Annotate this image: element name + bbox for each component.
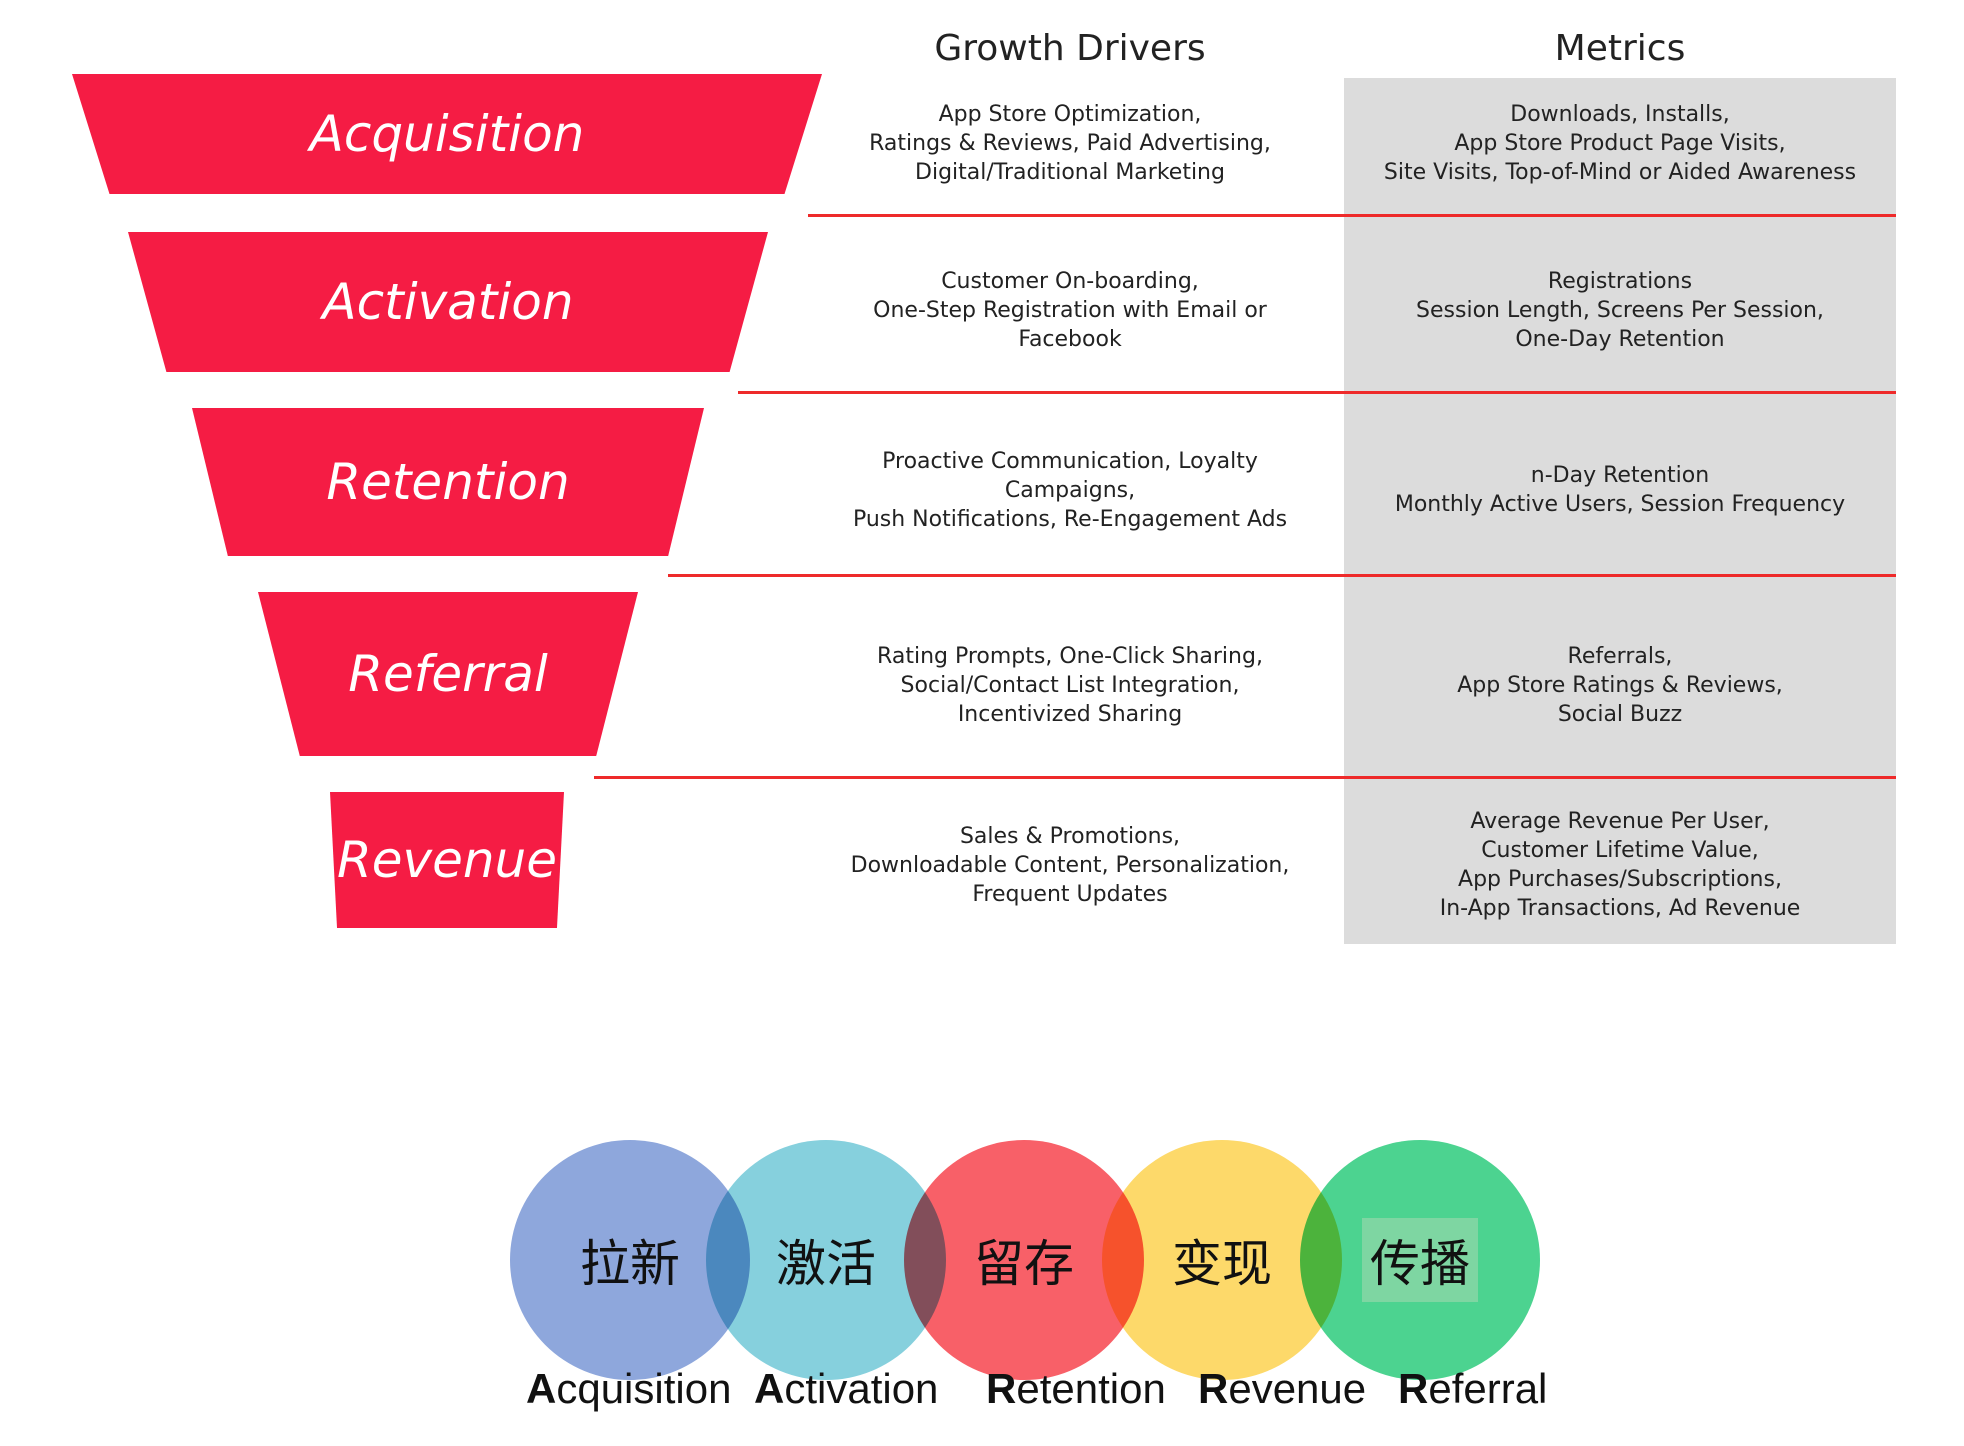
drivers-acquisition: App Store Optimization, Ratings & Review… xyxy=(869,101,1271,185)
drivers-revenue: Sales & Promotions, Downloadable Content… xyxy=(850,823,1290,907)
drivers-retention: Proactive Communication, Loyalty Campaig… xyxy=(852,448,1288,532)
drivers-activation: Customer On-boarding, One-Step Registrat… xyxy=(873,268,1267,352)
metrics-retention: n-Day Retention Monthly Active Users, Se… xyxy=(1394,463,1846,517)
circle-label-chinese: 拉新 xyxy=(580,1235,680,1293)
row-separator xyxy=(738,391,1896,394)
english-label-retention: Retention xyxy=(986,1365,1166,1412)
circle-label-chinese: 传播 xyxy=(1362,1218,1478,1302)
english-label-referral: Referral xyxy=(1398,1365,1548,1412)
metrics-header: Metrics xyxy=(1554,28,1686,69)
english-label-activation: Activation xyxy=(754,1365,939,1412)
row-separator xyxy=(668,574,1896,577)
english-label-acquisition: Acquisition xyxy=(526,1365,732,1412)
metrics-referral: Referrals, App Store Ratings & Reviews, … xyxy=(1457,643,1783,727)
drivers-referral: Rating Prompts, One-Click Sharing, Socia… xyxy=(877,643,1263,727)
circle-label-chinese: 留存 xyxy=(974,1235,1074,1293)
growth-drivers-header: Growth Drivers xyxy=(934,28,1206,69)
metrics-acquisition: Downloads, Installs, App Store Product P… xyxy=(1383,101,1857,185)
aarrr-circles: 拉新 激活 留存 变现 传播 xyxy=(500,1140,1550,1400)
metrics-revenue: Average Revenue Per User, Customer Lifet… xyxy=(1439,809,1801,921)
english-label-revenue: Revenue xyxy=(1198,1365,1367,1412)
funnel-stage-activation: Activation xyxy=(128,232,768,372)
funnel-stage-retention: Retention xyxy=(192,408,704,556)
circle-label-chinese: 变现 xyxy=(1172,1235,1272,1293)
metrics-column-background xyxy=(1344,78,1896,944)
funnel-stage-acquisition: Acquisition xyxy=(72,74,822,194)
funnel-stage-referral: Referral xyxy=(258,592,638,756)
metrics-activation: Registrations Session Length, Screens Pe… xyxy=(1416,268,1824,352)
circle-referral: 传播 xyxy=(1300,1140,1540,1380)
row-separator xyxy=(808,214,1896,217)
row-separator xyxy=(594,776,1896,779)
funnel-stage-revenue: Revenue xyxy=(330,792,564,928)
circle-label-chinese: 激活 xyxy=(776,1235,876,1293)
